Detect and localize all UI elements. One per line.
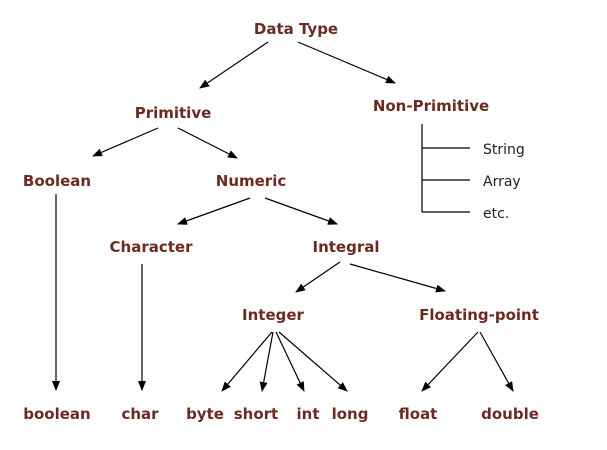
arrow-integer-to-long xyxy=(278,331,348,392)
type-double: double xyxy=(481,405,539,423)
type-short: short xyxy=(234,405,278,423)
arrow-primitive-to-boolean xyxy=(92,127,159,157)
arrow-numeric-to-integral xyxy=(264,197,338,225)
non-primitive-node: Non-Primitive xyxy=(373,97,489,115)
category-nodes: Data Type Primitive Non-Primitive Boolea… xyxy=(23,20,539,324)
arrow-integer-to-byte xyxy=(221,331,273,392)
integral-node: Integral xyxy=(312,238,379,256)
integer-node: Integer xyxy=(242,306,305,324)
numeric-node: Numeric xyxy=(216,172,286,190)
arrow-integer-to-short xyxy=(259,331,274,392)
non-primitive-item-string: String xyxy=(483,142,525,158)
type-float: float xyxy=(399,405,438,423)
connectors xyxy=(52,41,514,392)
floating-point-node: Floating-point xyxy=(419,306,539,324)
character-node: Character xyxy=(110,238,194,256)
boolean-category-node: Boolean xyxy=(23,172,91,190)
non-primitive-items: String Array etc. xyxy=(483,142,525,222)
arrow-integral-to-integer xyxy=(295,261,341,293)
arrow-numeric-to-character xyxy=(177,197,251,225)
arrow-primitive-to-numeric xyxy=(177,127,238,159)
arrow-root-to-primitive xyxy=(199,41,269,89)
type-char: char xyxy=(121,405,159,423)
arrow-integer-to-int xyxy=(275,331,305,392)
type-boolean: boolean xyxy=(23,405,90,423)
type-byte: byte xyxy=(186,405,224,423)
non-primitive-item-array: Array xyxy=(483,174,521,190)
arrow-root-to-non-primitive xyxy=(297,41,396,84)
non-primitive-item-etc: etc. xyxy=(483,206,509,222)
root-node: Data Type xyxy=(254,20,338,38)
primitive-types: boolean char byte short int long float d… xyxy=(23,405,539,423)
arrow-integral-to-floating-point xyxy=(349,263,446,293)
primitive-node: Primitive xyxy=(135,104,212,122)
type-long: long xyxy=(332,405,369,423)
arrow-floating-to-double xyxy=(479,331,514,392)
arrow-floating-to-float xyxy=(421,331,479,392)
type-int: int xyxy=(297,405,320,423)
